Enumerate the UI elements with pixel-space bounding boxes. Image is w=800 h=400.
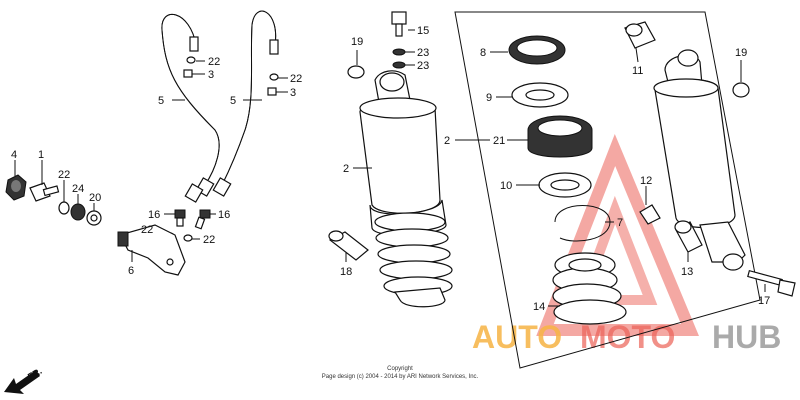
bushing-11 (624, 21, 656, 49)
callout-21: 21 (493, 135, 505, 147)
o-ring-22d (183, 234, 193, 242)
callout-22c: 22 (141, 224, 153, 236)
callout-11: 11 (632, 65, 643, 77)
callout-3a: 3 (208, 69, 214, 81)
callout-16b: 16 (218, 209, 230, 221)
callout-2a: 2 (343, 163, 349, 175)
callout-2b: 2 (444, 135, 450, 147)
washer-19b (732, 82, 750, 98)
washer-22e (58, 201, 70, 215)
callout-24: 24 (72, 183, 84, 195)
callout-9: 9 (486, 92, 492, 104)
callout-22d: 22 (203, 234, 215, 246)
watermark-text-hub: HUB (712, 319, 781, 355)
fitting-16b (194, 209, 211, 230)
washer-9 (511, 82, 569, 108)
callout-19a: 19 (351, 36, 363, 48)
callout-22b: 22 (290, 73, 302, 85)
callout-17: 17 (758, 295, 770, 307)
direction-label: FR. (26, 366, 44, 382)
exploded-view-box (454, 11, 761, 369)
nut-24 (70, 203, 86, 221)
leader-lines (14, 29, 766, 307)
bolt-1 (29, 182, 60, 202)
copyright-line1: Copyright (387, 366, 413, 372)
seal-8 (508, 35, 566, 65)
shock-absorber-assembly (347, 65, 453, 308)
callout-4: 4 (11, 149, 17, 161)
hose-right (212, 10, 279, 197)
fitting-16a (174, 209, 186, 227)
cap-3b (267, 87, 277, 96)
callout-12: 12 (640, 175, 652, 187)
callout-16a: 16 (148, 209, 160, 221)
callout-18: 18 (340, 266, 352, 278)
callout-22e: 22 (58, 169, 70, 181)
bump-rubber-14 (552, 252, 627, 325)
callout-10: 10 (500, 180, 512, 192)
callout-23b: 23 (417, 60, 429, 72)
front-direction-arrow: FR. (4, 366, 44, 394)
hose-left (161, 13, 220, 203)
valve-15 (391, 11, 407, 37)
callout-22a: 22 (208, 56, 220, 68)
bracket-6 (117, 224, 186, 276)
callout-7: 7 (617, 217, 623, 229)
collar-18 (328, 230, 369, 261)
o-ring-22b (269, 73, 279, 81)
nut-4 (5, 174, 27, 201)
callout-13: 13 (681, 266, 693, 278)
shock-body-right (653, 49, 746, 271)
callout-19b: 19 (735, 47, 747, 59)
callout-20: 20 (89, 192, 101, 204)
o-ring-23a (392, 48, 406, 56)
callout-23a: 23 (417, 47, 429, 59)
callout-labels: 1 4 22 24 20 5 5 22 3 22 3 16 16 22 22 6… (11, 25, 770, 313)
bushing-13 (674, 220, 703, 253)
callout-5b: 5 (230, 95, 236, 107)
o-ring-22a (186, 56, 196, 64)
callout-15: 15 (417, 25, 429, 37)
bolt-17 (747, 269, 796, 297)
callout-1: 1 (38, 149, 44, 161)
seal-21 (527, 115, 593, 158)
shock-spring (374, 212, 453, 296)
washer-10 (538, 172, 592, 198)
callout-14: 14 (533, 301, 545, 313)
copyright-line2: Page design (c) 2004 - 2014 by ARI Netwo… (322, 374, 479, 380)
washer-19a (347, 65, 365, 79)
callout-3b: 3 (290, 87, 296, 99)
callout-5a: 5 (158, 95, 164, 107)
callout-8: 8 (480, 47, 486, 59)
cap-3a (183, 69, 193, 78)
collar-12 (639, 204, 661, 225)
copyright-notice: Copyright Page design (c) 2004 - 2014 by… (322, 366, 479, 380)
callout-6: 6 (128, 265, 134, 277)
o-ring-23b (392, 61, 406, 69)
